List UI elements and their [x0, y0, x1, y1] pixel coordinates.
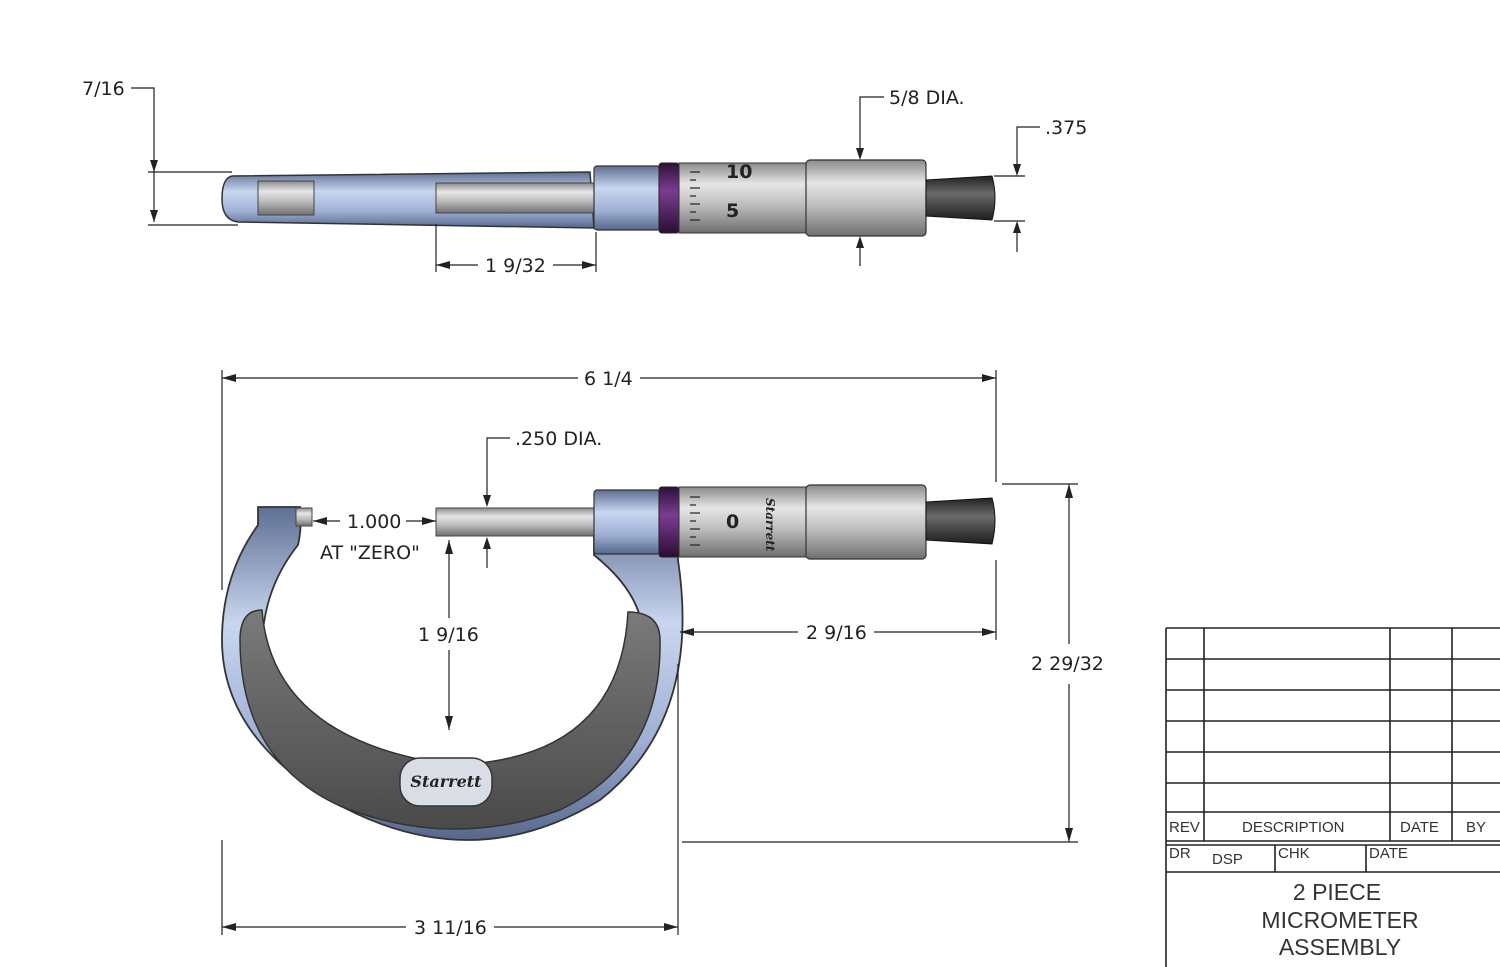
- top-scale-5: 5: [726, 200, 739, 222]
- label-chk: CHK: [1278, 845, 1310, 862]
- title-line-3: ASSEMBLY: [1279, 934, 1401, 960]
- value-dr: DSP: [1212, 851, 1243, 868]
- top-scale-ticks: [690, 171, 700, 221]
- top-ratchet: [925, 175, 996, 221]
- front-arrows: [222, 374, 1073, 931]
- top-scale-10: 10: [726, 161, 752, 183]
- label-dr: DR: [1169, 845, 1191, 862]
- dim-overall-length: 6 1/4: [584, 368, 633, 390]
- label-date: DATE: [1369, 845, 1408, 862]
- front-sleeve: [593, 489, 661, 555]
- top-anvil: [257, 180, 315, 216]
- front-grip: [239, 609, 661, 830]
- title-line-1: 2 PIECE: [1293, 879, 1381, 905]
- header-date: DATE: [1400, 819, 1439, 836]
- brand-logo: Starrett: [410, 772, 482, 791]
- front-ratchet: [925, 497, 996, 545]
- top-purple-ring: [658, 162, 680, 234]
- top-spindle: [435, 182, 597, 214]
- dim-frame-thickness: 7/16: [82, 78, 125, 100]
- dim-throat-depth: 1 9/16: [418, 624, 479, 646]
- dim-anvil-gap-note: AT "ZERO": [320, 542, 420, 564]
- title-line-2: MICROMETER: [1261, 907, 1418, 933]
- front-scale-0: 0: [726, 511, 739, 533]
- dim-spindle-diameter: .250 DIA.: [515, 428, 602, 450]
- brand-plate: [399, 757, 493, 807]
- top-view: 10 5: [221, 159, 996, 237]
- dim-barrel-length: 2 9/16: [806, 622, 867, 644]
- header-description: DESCRIPTION: [1242, 819, 1345, 836]
- top-thimble-scale: [678, 162, 808, 234]
- front-dimension-lines: [221, 370, 1078, 935]
- front-scale-ticks: [690, 496, 700, 546]
- dim-ratchet-diameter: .375: [1045, 117, 1087, 139]
- top-arrows: [150, 148, 1021, 269]
- front-purple-ring: [658, 486, 680, 558]
- front-thimble: [805, 484, 927, 560]
- dim-overall-height: 2 29/32: [1031, 653, 1104, 675]
- front-anvil: [295, 507, 313, 527]
- dim-frame-width: 3 11/16: [414, 917, 487, 939]
- top-dimension-lines: [131, 87, 1040, 272]
- front-view: Starrett 0 Starrett: [221, 484, 996, 841]
- revision-grid: [1165, 627, 1500, 967]
- dim-sleeve-length: 1 9/32: [485, 255, 546, 277]
- top-sleeve: [593, 165, 661, 231]
- thimble-brand: Starrett: [763, 498, 777, 552]
- top-thimble: [805, 159, 927, 237]
- header-rev: REV: [1169, 819, 1200, 836]
- dim-thimble-diameter: 5/8 DIA.: [889, 87, 965, 109]
- dim-anvil-gap: 1.000: [347, 511, 401, 533]
- front-spindle: [435, 507, 597, 537]
- title-block: REV DESCRIPTION DATE BY DR DSP CHK DATE …: [1165, 627, 1500, 967]
- header-by: BY: [1466, 819, 1486, 836]
